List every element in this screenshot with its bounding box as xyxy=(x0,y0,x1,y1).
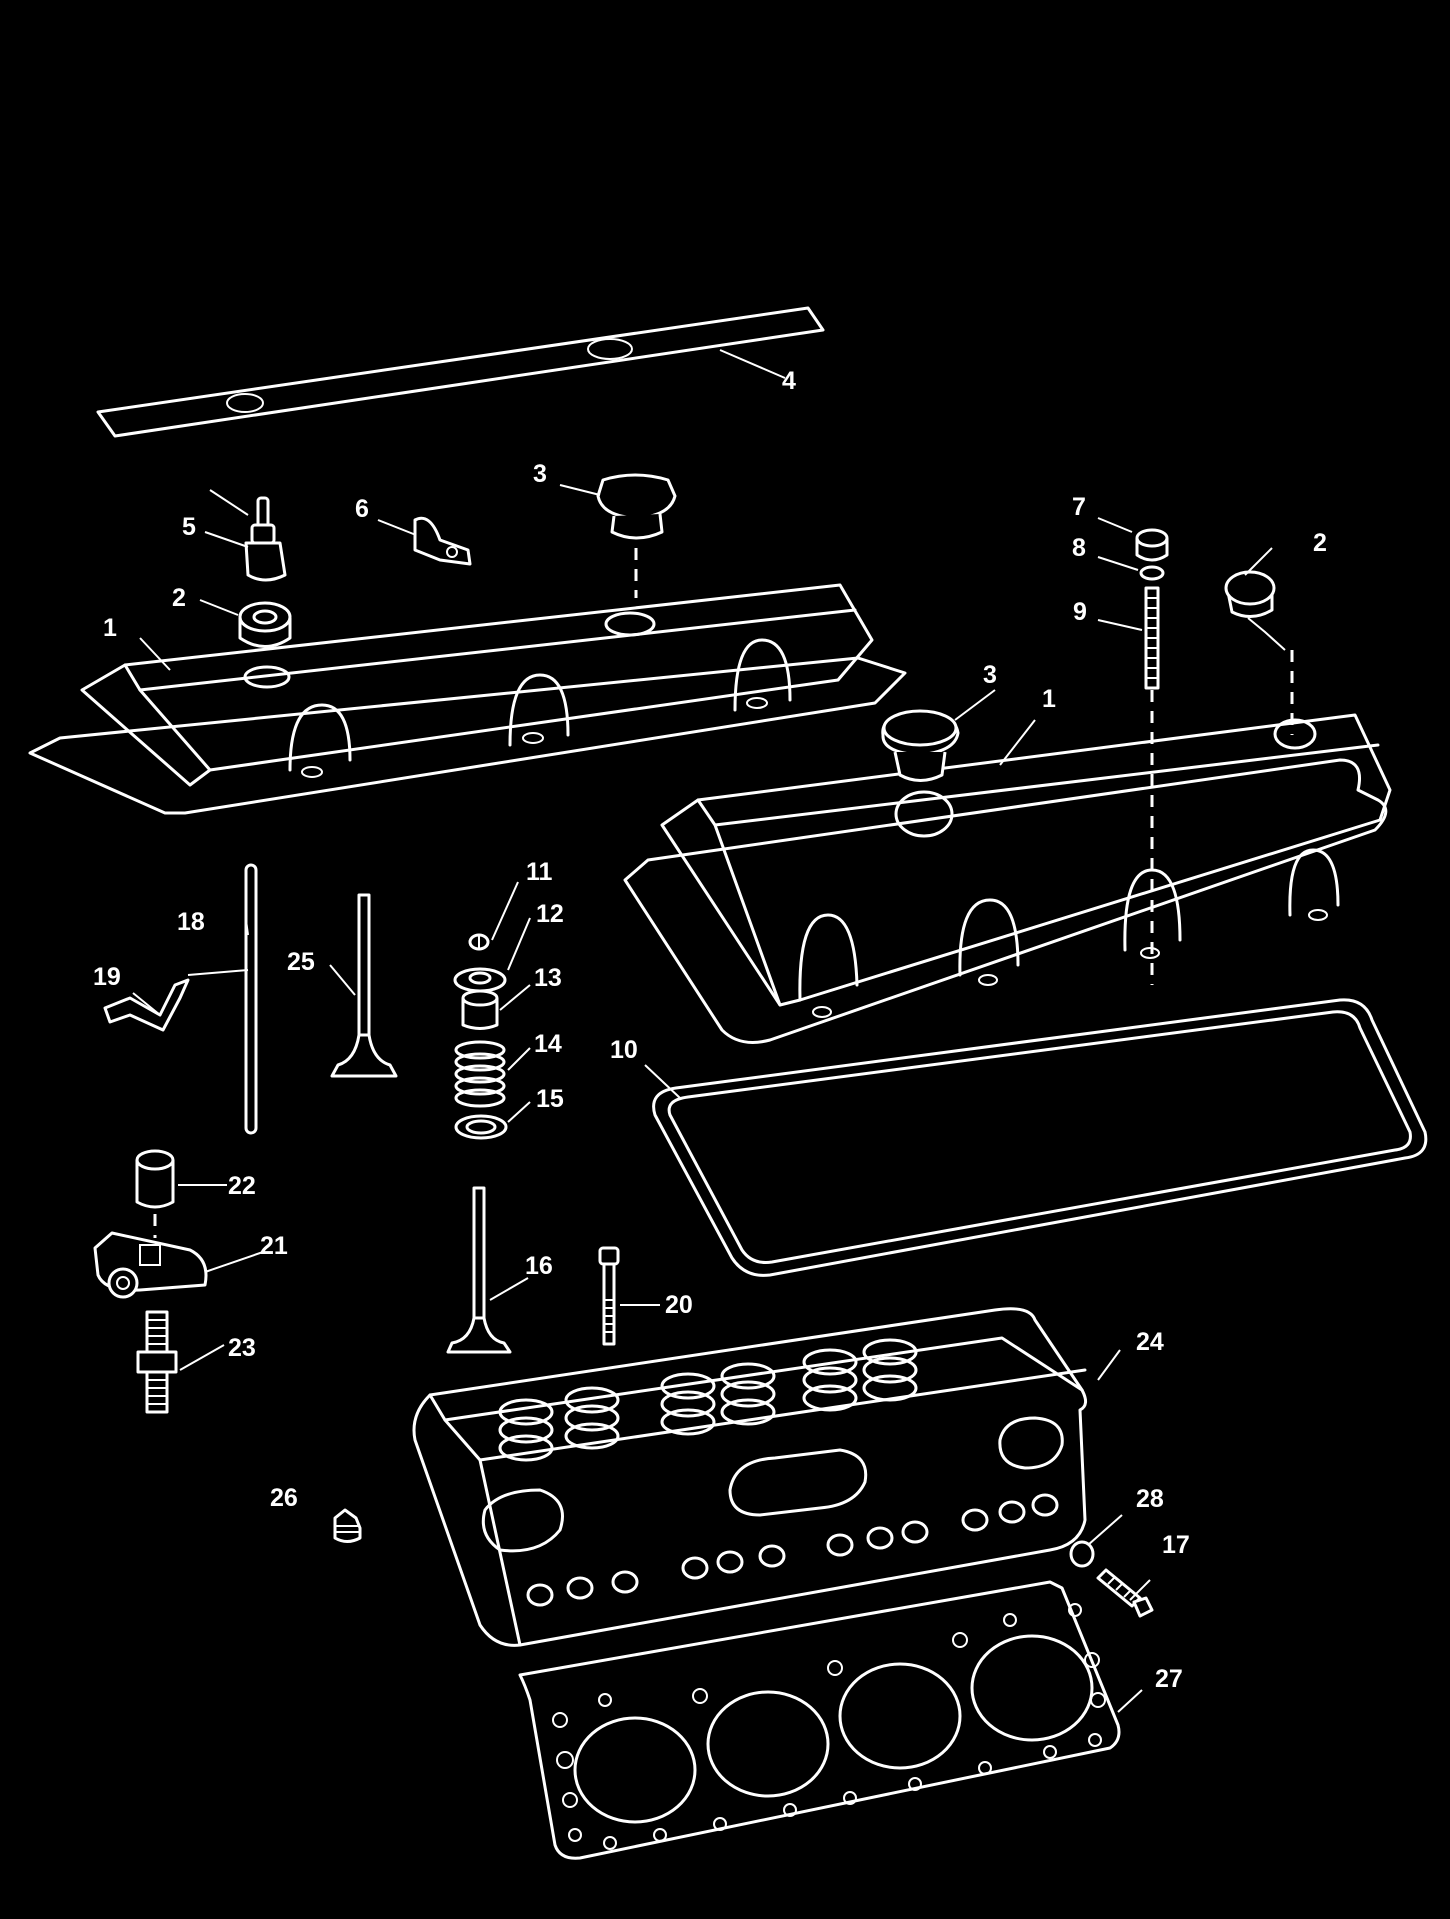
callout-15: 15 xyxy=(536,1085,564,1113)
callout-12: 12 xyxy=(536,900,564,928)
callout-19: 19 xyxy=(93,963,121,991)
callout-7: 7 xyxy=(1072,493,1086,521)
rocker-arm xyxy=(93,1231,208,1299)
callout-6: 6 xyxy=(355,495,369,523)
baffle-plate xyxy=(96,306,825,438)
callout-9: 9 xyxy=(1073,598,1087,626)
pushrod-guide-clip xyxy=(103,978,190,1032)
callout-1-left: 1 xyxy=(103,614,117,642)
bolt-washer xyxy=(1069,1540,1095,1568)
callout-24: 24 xyxy=(1136,1328,1164,1356)
callout-1-right: 1 xyxy=(1042,685,1056,713)
valve-seal xyxy=(461,989,499,1030)
head-valve-springs xyxy=(498,1338,918,1462)
rocker-pivot-ball xyxy=(135,1149,175,1209)
valve-spring xyxy=(454,1040,506,1108)
pcv-valve xyxy=(244,496,287,582)
callout-16: 16 xyxy=(525,1252,553,1280)
grommet-right xyxy=(1224,570,1276,618)
grommet-left xyxy=(238,601,292,648)
callout-13: 13 xyxy=(534,964,562,992)
valve-cover-left xyxy=(28,583,907,815)
callout-28: 28 xyxy=(1136,1485,1164,1513)
intake-valve xyxy=(330,893,398,1078)
hose-clip xyxy=(413,516,472,566)
stud-nut xyxy=(1135,528,1169,562)
callouts: 1 1 2 2 3 3 4 5 6 7 8 9 10 11 12 13 14 1… xyxy=(93,367,1327,1693)
callout-27: 27 xyxy=(1155,1665,1183,1693)
callout-5: 5 xyxy=(182,513,196,541)
callout-8: 8 xyxy=(1072,534,1086,562)
callout-10: 10 xyxy=(610,1036,638,1064)
callout-21: 21 xyxy=(260,1232,288,1260)
callout-22: 22 xyxy=(228,1172,256,1200)
callout-3-right: 3 xyxy=(983,661,997,689)
stud-washer xyxy=(1139,565,1165,581)
valve-cover-right xyxy=(623,713,1392,1044)
spring-shim xyxy=(454,1114,508,1140)
oil-filler-cap-top xyxy=(596,473,677,540)
valve-spring-retainer xyxy=(453,967,507,993)
cover-stud xyxy=(1144,586,1160,690)
head-gasket-holes xyxy=(552,1603,1106,1850)
head-bolt xyxy=(598,1246,620,1346)
callout-25: 25 xyxy=(287,948,315,976)
valve-cover-gasket xyxy=(652,998,1428,1277)
callout-2-left: 2 xyxy=(172,584,186,612)
cylinder-head xyxy=(412,1307,1087,1647)
callout-3-top: 3 xyxy=(533,460,547,488)
side-bolt xyxy=(1096,1568,1154,1618)
head-bolt-holes xyxy=(526,1493,1059,1607)
callout-20: 20 xyxy=(665,1291,693,1319)
callout-26: 26 xyxy=(270,1484,298,1512)
assembly-lines xyxy=(153,548,1294,1238)
callout-11: 11 xyxy=(526,858,553,886)
callout-17: 17 xyxy=(1162,1531,1190,1559)
callout-18: 18 xyxy=(177,908,205,936)
valve-keepers xyxy=(468,933,490,951)
leader-lines xyxy=(132,349,1286,1713)
rocker-stud xyxy=(136,1310,178,1414)
callout-4: 4 xyxy=(782,367,796,395)
callout-23: 23 xyxy=(228,1334,256,1362)
callout-2-right: 2 xyxy=(1313,529,1327,557)
oil-filler-cap-right xyxy=(881,709,960,782)
callout-14: 14 xyxy=(534,1030,562,1058)
head-gasket xyxy=(518,1580,1121,1860)
pushrod xyxy=(244,863,258,1135)
head-plug xyxy=(333,1508,362,1543)
exhaust-valve xyxy=(446,1186,512,1354)
